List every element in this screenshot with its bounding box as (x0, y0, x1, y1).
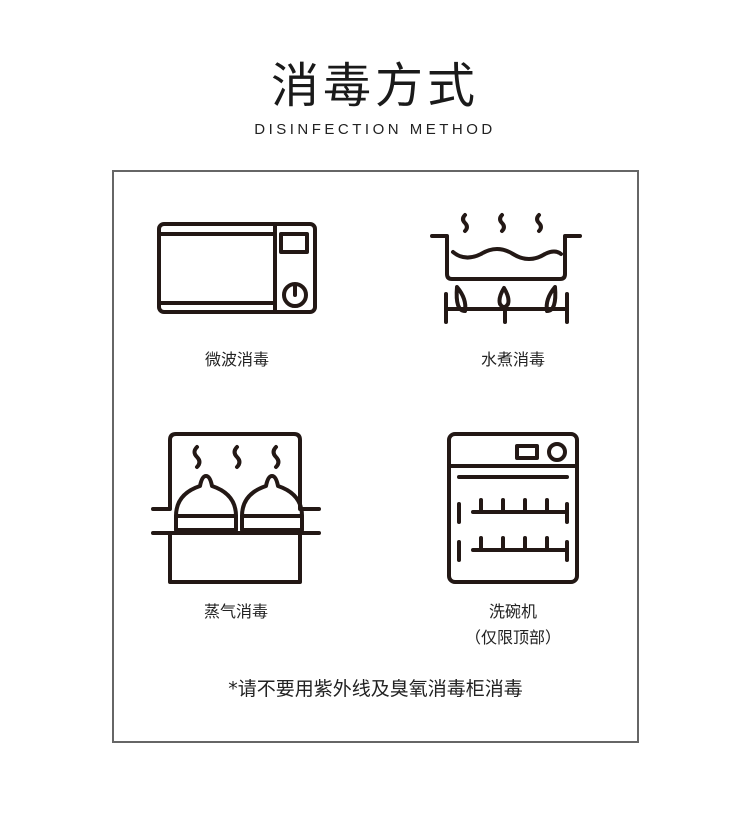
warning-note: *请不要用紫外线及臭氧消毒柜消毒 (228, 678, 523, 700)
methods-frame (112, 170, 639, 743)
method-sublabel-dishwasher: （仅限顶部） (464, 628, 561, 647)
page-subtitle: DISINFECTION METHOD (254, 121, 496, 138)
boiling-pot-icon (430, 213, 582, 324)
dishwasher-icon (447, 432, 579, 584)
steamer-icon (151, 432, 321, 584)
method-label-steam: 蒸气消毒 (203, 602, 268, 621)
method-label-microwave: 微波消毒 (204, 350, 269, 369)
method-label-boiling: 水煮消毒 (480, 350, 545, 369)
method-label-dishwasher: 洗碗机 (488, 602, 537, 621)
page-title: 消毒方式 (270, 58, 479, 114)
microwave-icon (157, 222, 317, 314)
